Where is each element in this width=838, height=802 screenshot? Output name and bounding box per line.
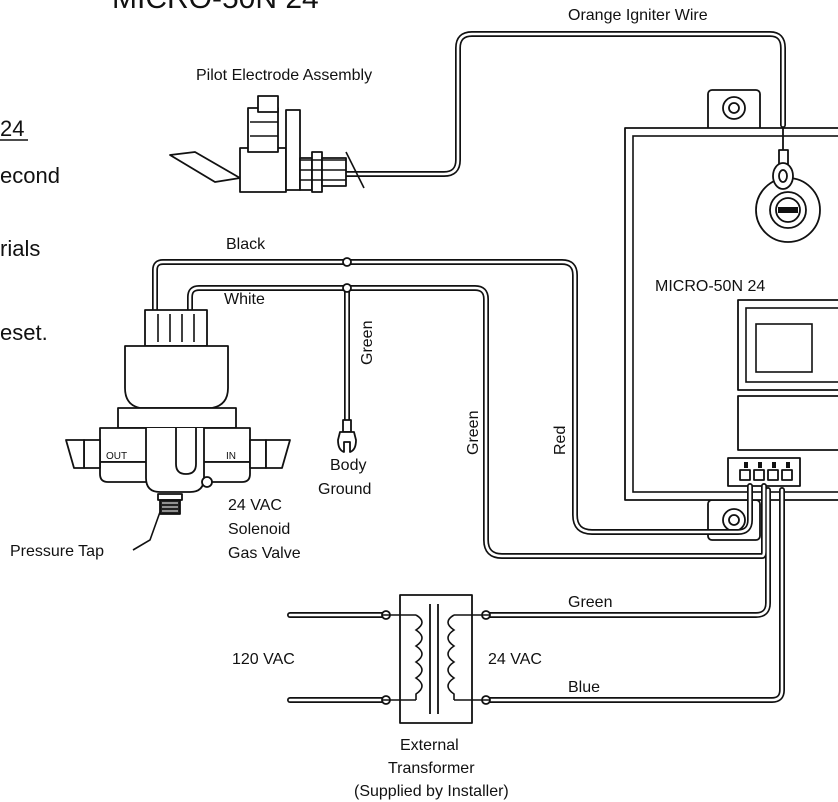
label-transformer-primary: 120 VAC — [232, 651, 295, 668]
junction-dot — [342, 257, 352, 267]
label-green-secondary: Green — [568, 594, 612, 611]
label-green-ground-wire: Green — [359, 321, 376, 365]
label-orange-igniter-wire: Orange Igniter Wire — [568, 7, 708, 24]
side-text-line2: rials — [0, 236, 40, 261]
label-green-valve-wire: Green — [465, 411, 482, 455]
igniter-terminal-icon — [772, 125, 794, 190]
label-red-wire: Red — [552, 426, 569, 455]
label-body-ground-1: Body — [330, 457, 366, 474]
label-black-wire: Black — [226, 236, 266, 253]
label-transformer-1: External — [400, 737, 459, 754]
valve-out-label: OUT — [106, 451, 127, 462]
module-label-block — [737, 395, 838, 451]
external-transformer-icon — [399, 594, 473, 724]
reset-knob-icon — [755, 177, 821, 243]
label-pilot-electrode-assembly: Pilot Electrode Assembly — [196, 67, 372, 84]
module-component-block — [737, 299, 838, 391]
label-white-wire: White — [224, 291, 265, 308]
label-pressure-tap: Pressure Tap — [10, 543, 104, 560]
label-body-ground-2: Ground — [318, 481, 371, 498]
label-valve-1: 24 VAC — [228, 497, 282, 514]
label-transformer-3: (Supplied by Installer) — [354, 783, 509, 800]
module-name: MICRO-50N 24 — [655, 278, 765, 295]
pressure-tap-leader — [132, 511, 161, 551]
label-valve-2: Solenoid — [228, 521, 290, 538]
wire-connector-icon — [727, 457, 801, 487]
body-ground-terminal-icon — [337, 419, 357, 453]
label-transformer-2: Transformer — [388, 760, 475, 777]
label-valve-3: Gas Valve — [228, 545, 301, 562]
pilot-electrode-assembly-icon — [169, 95, 365, 193]
label-transformer-secondary: 24 VAC — [488, 651, 542, 668]
label-blue-secondary: Blue — [568, 679, 600, 696]
valve-in-label: IN — [226, 451, 236, 462]
gas-valve-icon — [65, 309, 291, 515]
side-text-line3: eset. — [0, 320, 48, 345]
control-module: MICRO-50N 24 — [624, 89, 838, 541]
side-text-underlined: 24 — [0, 116, 24, 141]
junction-dot — [342, 283, 352, 293]
header-title: MICRO-50N 24 — [112, 0, 319, 15]
side-text-line1: econd — [0, 163, 60, 188]
